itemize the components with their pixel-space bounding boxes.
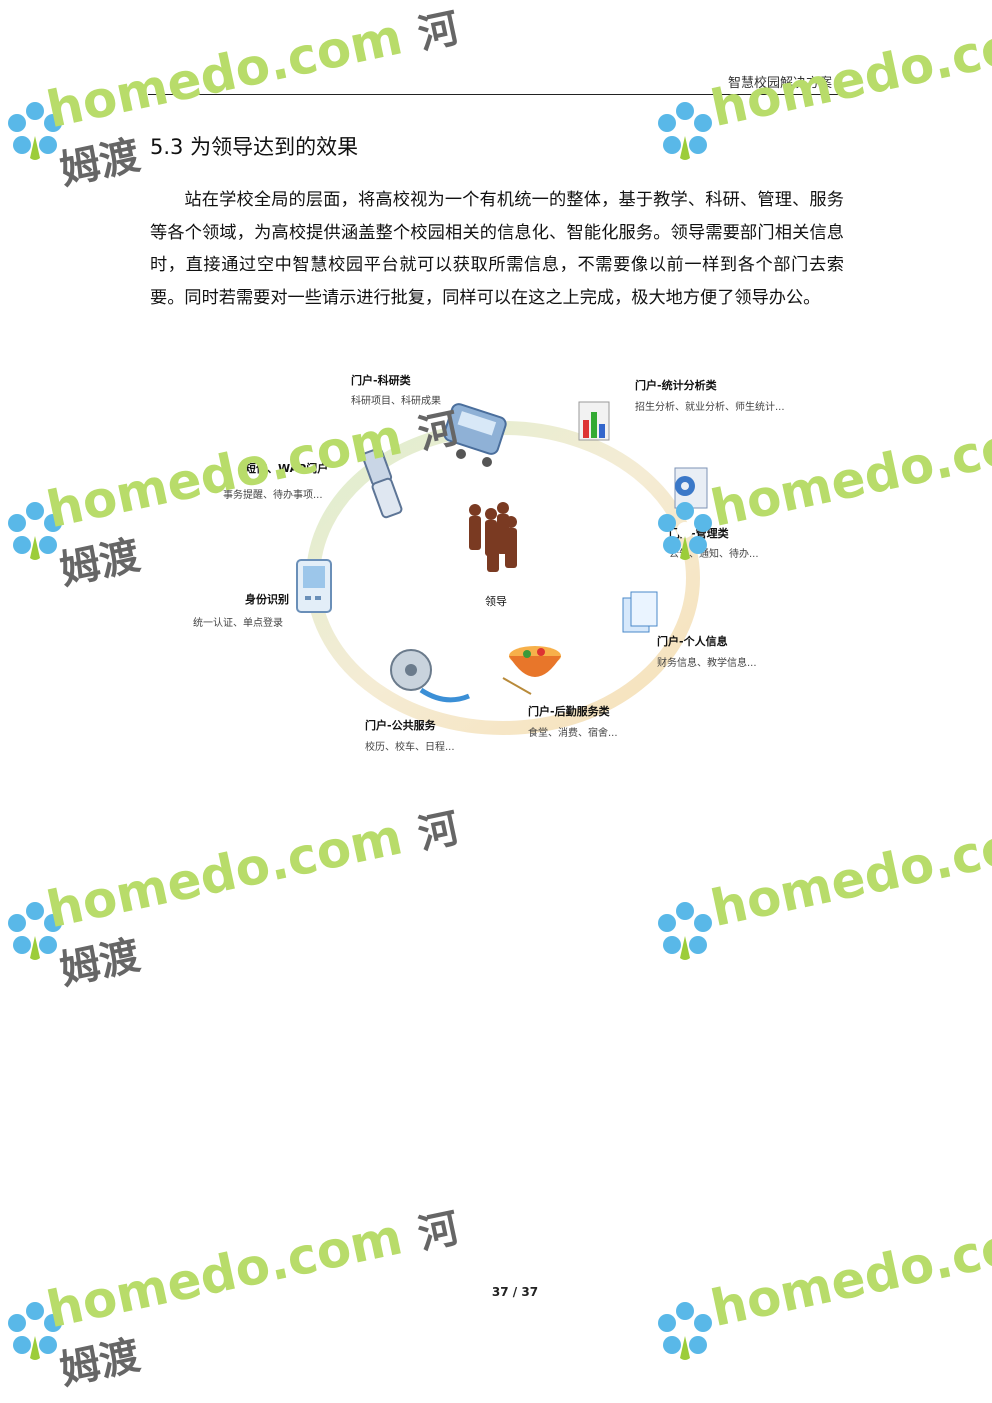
documents-icon <box>622 591 658 633</box>
watermark-text: homedo.com <box>705 806 992 938</box>
flower-logo-icon <box>658 1302 712 1360</box>
watermark: homedo.com 河姆渡 <box>0 1205 500 1394</box>
node-desc: 科研项目、科研成果 <box>351 396 441 407</box>
center-label: 领导 <box>485 595 507 608</box>
node-title: 门户-统计分析类 <box>635 379 717 392</box>
flower-logo-icon <box>658 902 712 960</box>
ring-graphic <box>296 401 708 735</box>
node-desc: 校历、校车、日程... <box>365 742 455 753</box>
flower-logo-icon <box>8 102 62 160</box>
leaders-icon <box>469 502 517 572</box>
node-title: 门户-科研类 <box>351 374 411 387</box>
node-title: 身份识别 <box>245 593 289 606</box>
bus-icon <box>443 403 507 467</box>
node-desc: 招生分析、就业分析、师生统计... <box>635 402 785 413</box>
page-number: 37 / 37 <box>491 1285 539 1299</box>
node-title: 门户-管理类 <box>669 527 729 540</box>
film-reel-icon <box>390 649 470 703</box>
watermark-cn: 河姆渡 <box>56 5 463 195</box>
leader-portal-diagram: 领导 门户-科研类 科研项目、科研成果 门户-统计分析类 招生分析、就业分析、师… <box>185 360 815 760</box>
page-header: 智慧校园解决方案 <box>148 68 842 95</box>
node-desc: 食堂、消费、宿舍... <box>528 728 618 739</box>
flower-logo-icon <box>658 102 712 160</box>
watermark-text: homedo.com <box>41 1207 408 1340</box>
watermark-cn: 河姆渡 <box>56 805 463 995</box>
flower-logo-icon <box>8 502 62 560</box>
flower-logo-icon <box>8 1302 62 1360</box>
watermark: homedo.com 河姆渡 <box>0 805 500 994</box>
node-title: 门户-个人信息 <box>657 635 728 648</box>
header-title: 智慧校园解决方案 <box>727 76 832 91</box>
gear-document-icon <box>674 467 708 509</box>
watermark-text: homedo.com <box>705 1206 992 1338</box>
body-paragraph: 站在学校全局的层面，将高校视为一个有机统一的整体，基于教学、科研、管理、服务等各… <box>150 190 844 308</box>
watermark: homedo.com <box>650 806 992 980</box>
food-bowl-icon <box>502 646 561 695</box>
node-desc: 财务信息、教学信息... <box>657 658 757 669</box>
watermark-cn: 河姆渡 <box>56 1205 463 1395</box>
watermark-text: homedo.com <box>41 807 408 940</box>
mobile-phone-icon <box>361 447 403 519</box>
node-title: 短信、WAP门户 <box>245 462 329 475</box>
node-title: 门户-公共服务 <box>365 719 436 732</box>
node-desc: 统一认证、单点登录 <box>193 618 283 629</box>
flower-logo-icon <box>8 902 62 960</box>
node-desc: 事务提醒、待办事项... <box>223 490 323 501</box>
bar-chart-icon <box>578 401 610 441</box>
id-terminal-icon <box>296 559 332 613</box>
node-title: 门户-后勤服务类 <box>528 705 610 718</box>
node-desc: 公告、通知、待办... <box>669 549 759 560</box>
section-title: 5.3 为领导达到的效果 <box>150 135 359 159</box>
watermark: homedo.com <box>650 1206 992 1380</box>
